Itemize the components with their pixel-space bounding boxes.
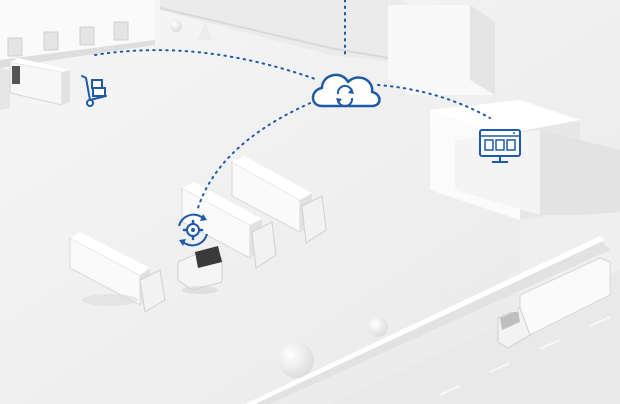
truck-left: [69, 232, 166, 313]
monitor-dashboard-icon: [479, 129, 521, 163]
gear-sync-icon: [178, 213, 208, 247]
road-markings: [439, 316, 611, 396]
truck-on-road: [497, 257, 611, 349]
cloud-sync-icon: [311, 73, 381, 108]
truck-back: [231, 156, 327, 244]
connection-lines: [94, 0, 491, 209]
hand-truck-icon: [81, 75, 107, 107]
warehouse-building: [0, 0, 155, 110]
truck-cab-dark: [177, 246, 223, 294]
decorative-trees: [170, 20, 518, 378]
trailer-at-dock: [9, 58, 70, 106]
connection-cloud-yard: [197, 97, 323, 209]
connection-warehouse-cloud: [94, 49, 319, 81]
connection-cloud-office: [377, 84, 491, 119]
perimeter-wall-top: [245, 236, 605, 404]
